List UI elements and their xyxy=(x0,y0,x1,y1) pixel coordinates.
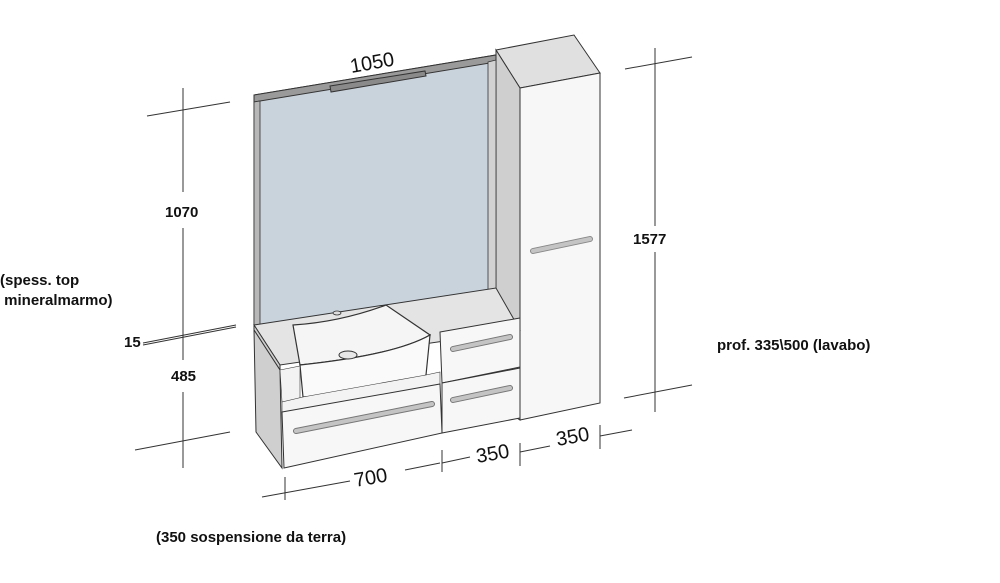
note-suspension: (350 sospensione da terra) xyxy=(156,529,347,546)
dim-mirror-height: 1070 xyxy=(165,204,199,221)
base-cabinet xyxy=(253,317,521,470)
mirror xyxy=(253,54,497,326)
mirror-lamp xyxy=(329,70,427,93)
dim-base-height: 485 xyxy=(171,368,197,385)
bottom-drawer xyxy=(441,367,521,434)
dim-column-height: 1577 xyxy=(633,231,667,248)
dim-drawer-width: 350 xyxy=(474,440,511,467)
dimension-lines xyxy=(134,48,693,500)
note-depth: prof. 335\500 (lavabo) xyxy=(717,337,871,354)
tap-hole xyxy=(332,310,342,316)
top-drawer xyxy=(439,317,521,384)
dim-top-thickness: 15 xyxy=(124,334,141,351)
dim-column-width: 350 xyxy=(554,423,591,450)
note-top-thickness-line2: mineralmarmo) xyxy=(0,292,113,309)
note-top-thickness-line1: (spess. top xyxy=(0,272,80,289)
drain-icon xyxy=(338,350,358,360)
dim-sink-width: 700 xyxy=(352,464,389,491)
